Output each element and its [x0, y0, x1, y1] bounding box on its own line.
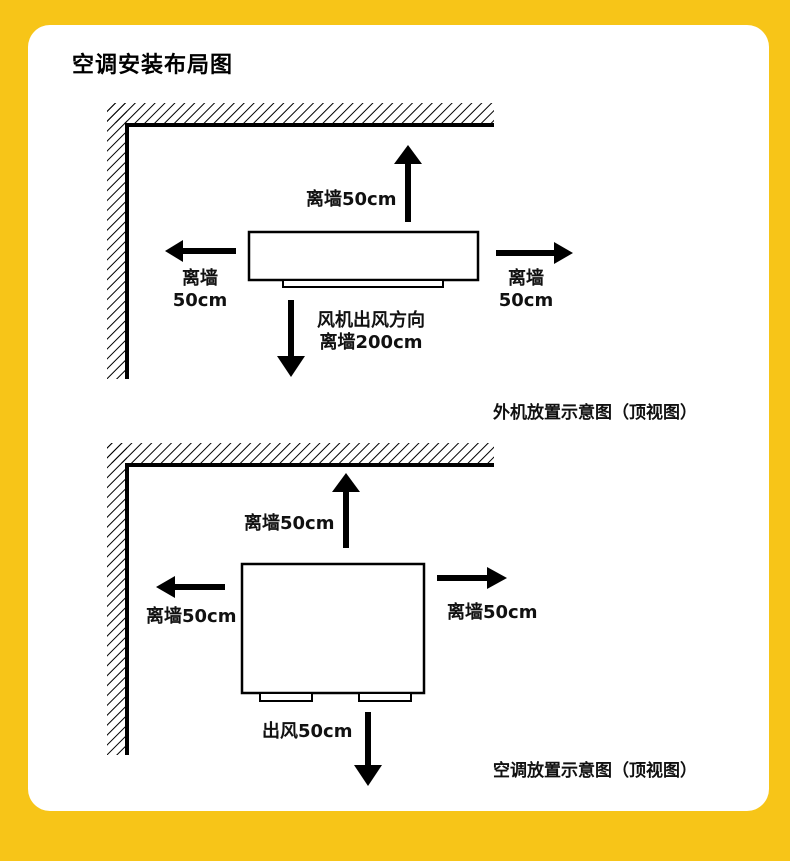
indoor-unit-outlet-left: [259, 692, 313, 702]
page-title: 空调安装布局图: [72, 53, 234, 78]
outdoor-left-label-line1: 离墙: [182, 268, 218, 289]
outdoor-left-label-line2: 50cm: [172, 290, 228, 311]
indoor-right-label: 离墙50cm: [447, 602, 538, 623]
indoor-diagram: [107, 443, 507, 786]
outdoor-unit-fan-outlet: [282, 279, 444, 288]
outdoor-top-label: 离墙50cm: [306, 189, 397, 210]
outdoor-arrow-down: [277, 300, 305, 377]
indoor-arrow-up: [332, 473, 360, 548]
indoor-left-wall-hatch: [107, 443, 127, 755]
indoor-top-label: 离墙50cm: [244, 513, 335, 534]
indoor-arrow-left: [156, 576, 225, 598]
indoor-left-label: 离墙50cm: [146, 606, 237, 627]
outdoor-arrow-right: [496, 242, 573, 264]
indoor-unit: [240, 562, 426, 695]
indoor-arrow-right: [437, 567, 507, 589]
outdoor-unit: [247, 230, 480, 282]
outdoor-wall-line: [125, 123, 494, 379]
indoor-top-wall-hatch: [107, 443, 494, 463]
indoor-unit-outlet-right: [358, 692, 412, 702]
outdoor-left-wall-hatch: [107, 103, 127, 379]
outdoor-right-label: 离墙 50cm: [491, 268, 561, 312]
outdoor-right-label-line1: 离墙: [508, 268, 544, 289]
indoor-bottom-label: 出风50cm: [262, 721, 353, 742]
outdoor-bottom-label: 风机出风方向 离墙200cm: [306, 310, 436, 354]
outdoor-caption: 外机放置示意图（顶视图）: [493, 403, 697, 423]
outdoor-top-wall-hatch: [107, 103, 494, 123]
outdoor-bottom-label-line1: 风机出风方向: [317, 310, 425, 331]
indoor-wall-line: [125, 463, 494, 755]
outdoor-bottom-label-line2: 离墙200cm: [319, 332, 423, 353]
outdoor-left-label: 离墙 50cm: [165, 268, 235, 312]
outdoor-diagram: [107, 103, 573, 379]
outdoor-arrow-up: [394, 145, 422, 222]
outdoor-right-label-line2: 50cm: [498, 290, 554, 311]
indoor-arrow-down: [354, 712, 382, 786]
indoor-caption: 空调放置示意图（顶视图）: [493, 761, 697, 781]
outdoor-arrow-left: [165, 240, 236, 262]
